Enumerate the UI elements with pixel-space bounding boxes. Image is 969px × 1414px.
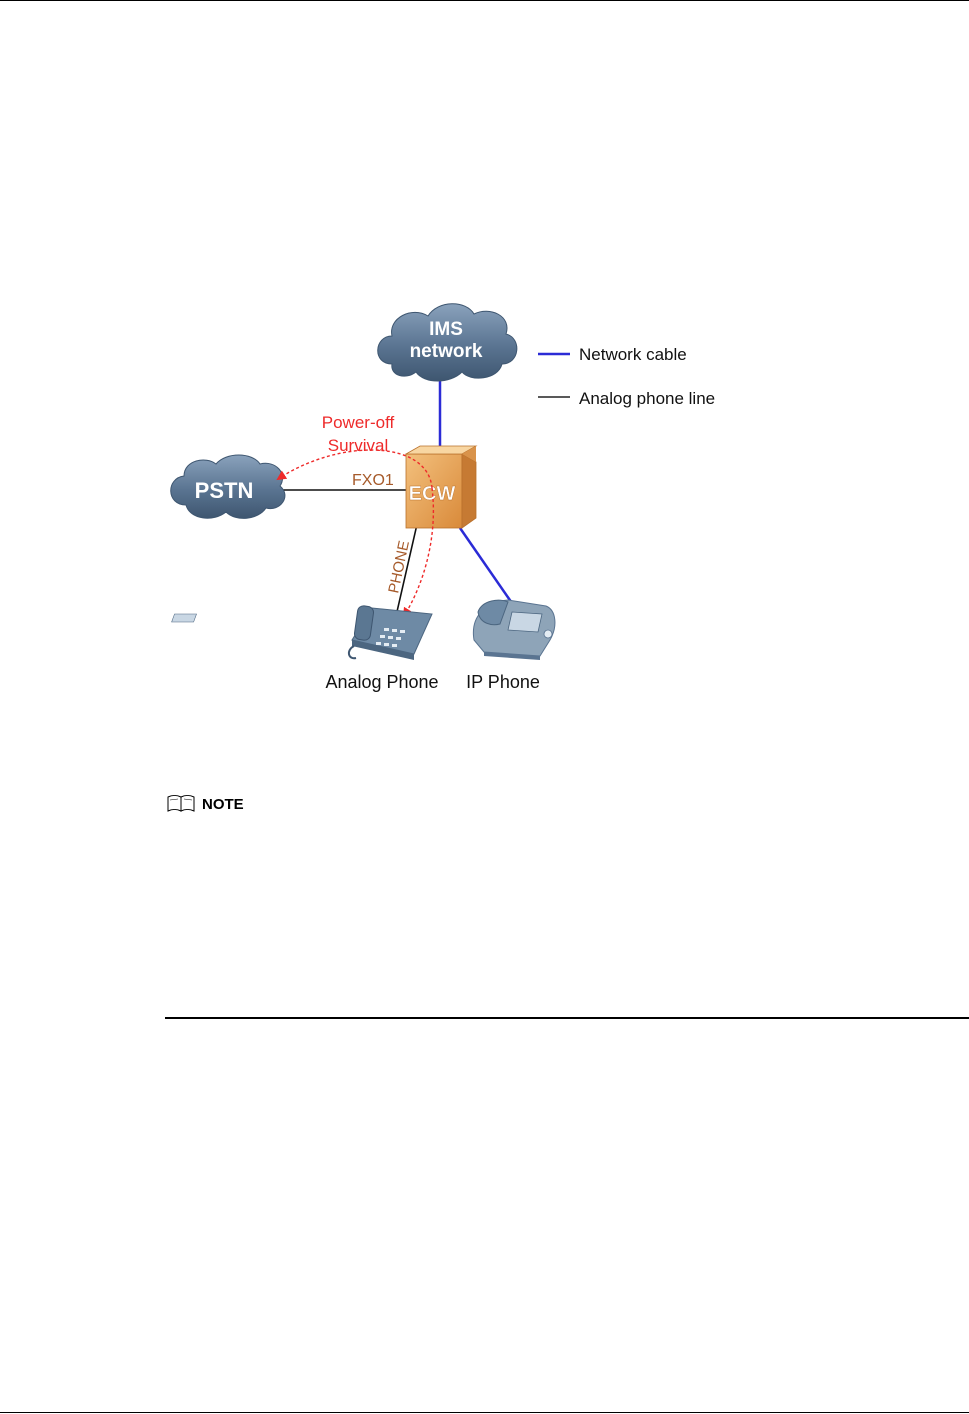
diagram-legend: Network cable Analog phone line <box>538 345 715 408</box>
pstn-cloud-label: PSTN <box>195 478 254 503</box>
ip-phone-network-cable <box>460 528 514 606</box>
ip-phone-label: IP Phone <box>466 672 540 692</box>
legend-network-cable-label: Network cable <box>579 345 687 364</box>
note-label: NOTE <box>202 796 244 813</box>
legend-analog-line-label: Analog phone line <box>579 389 715 408</box>
phone-port-label: PHONE <box>385 539 413 595</box>
survival-label: Survival <box>328 436 388 455</box>
survival-label: Power-off <box>322 413 395 432</box>
book-icon <box>166 794 196 814</box>
analog-phone-icon <box>172 605 432 660</box>
ims-cloud-label: IMS <box>429 319 463 340</box>
analog-phone-label: Analog Phone <box>325 672 438 692</box>
note-heading: NOTE <box>166 793 244 815</box>
footer-rule <box>0 1412 969 1413</box>
fxo-port-label: FXO1 <box>352 472 394 489</box>
header-rule <box>0 0 969 1</box>
section-separator <box>165 1017 969 1019</box>
network-diagram: IMS network PSTN ECW FXO1 PHONE Power-of… <box>0 290 969 710</box>
ims-cloud-label: network <box>410 341 483 362</box>
ip-phone-icon <box>473 600 555 660</box>
